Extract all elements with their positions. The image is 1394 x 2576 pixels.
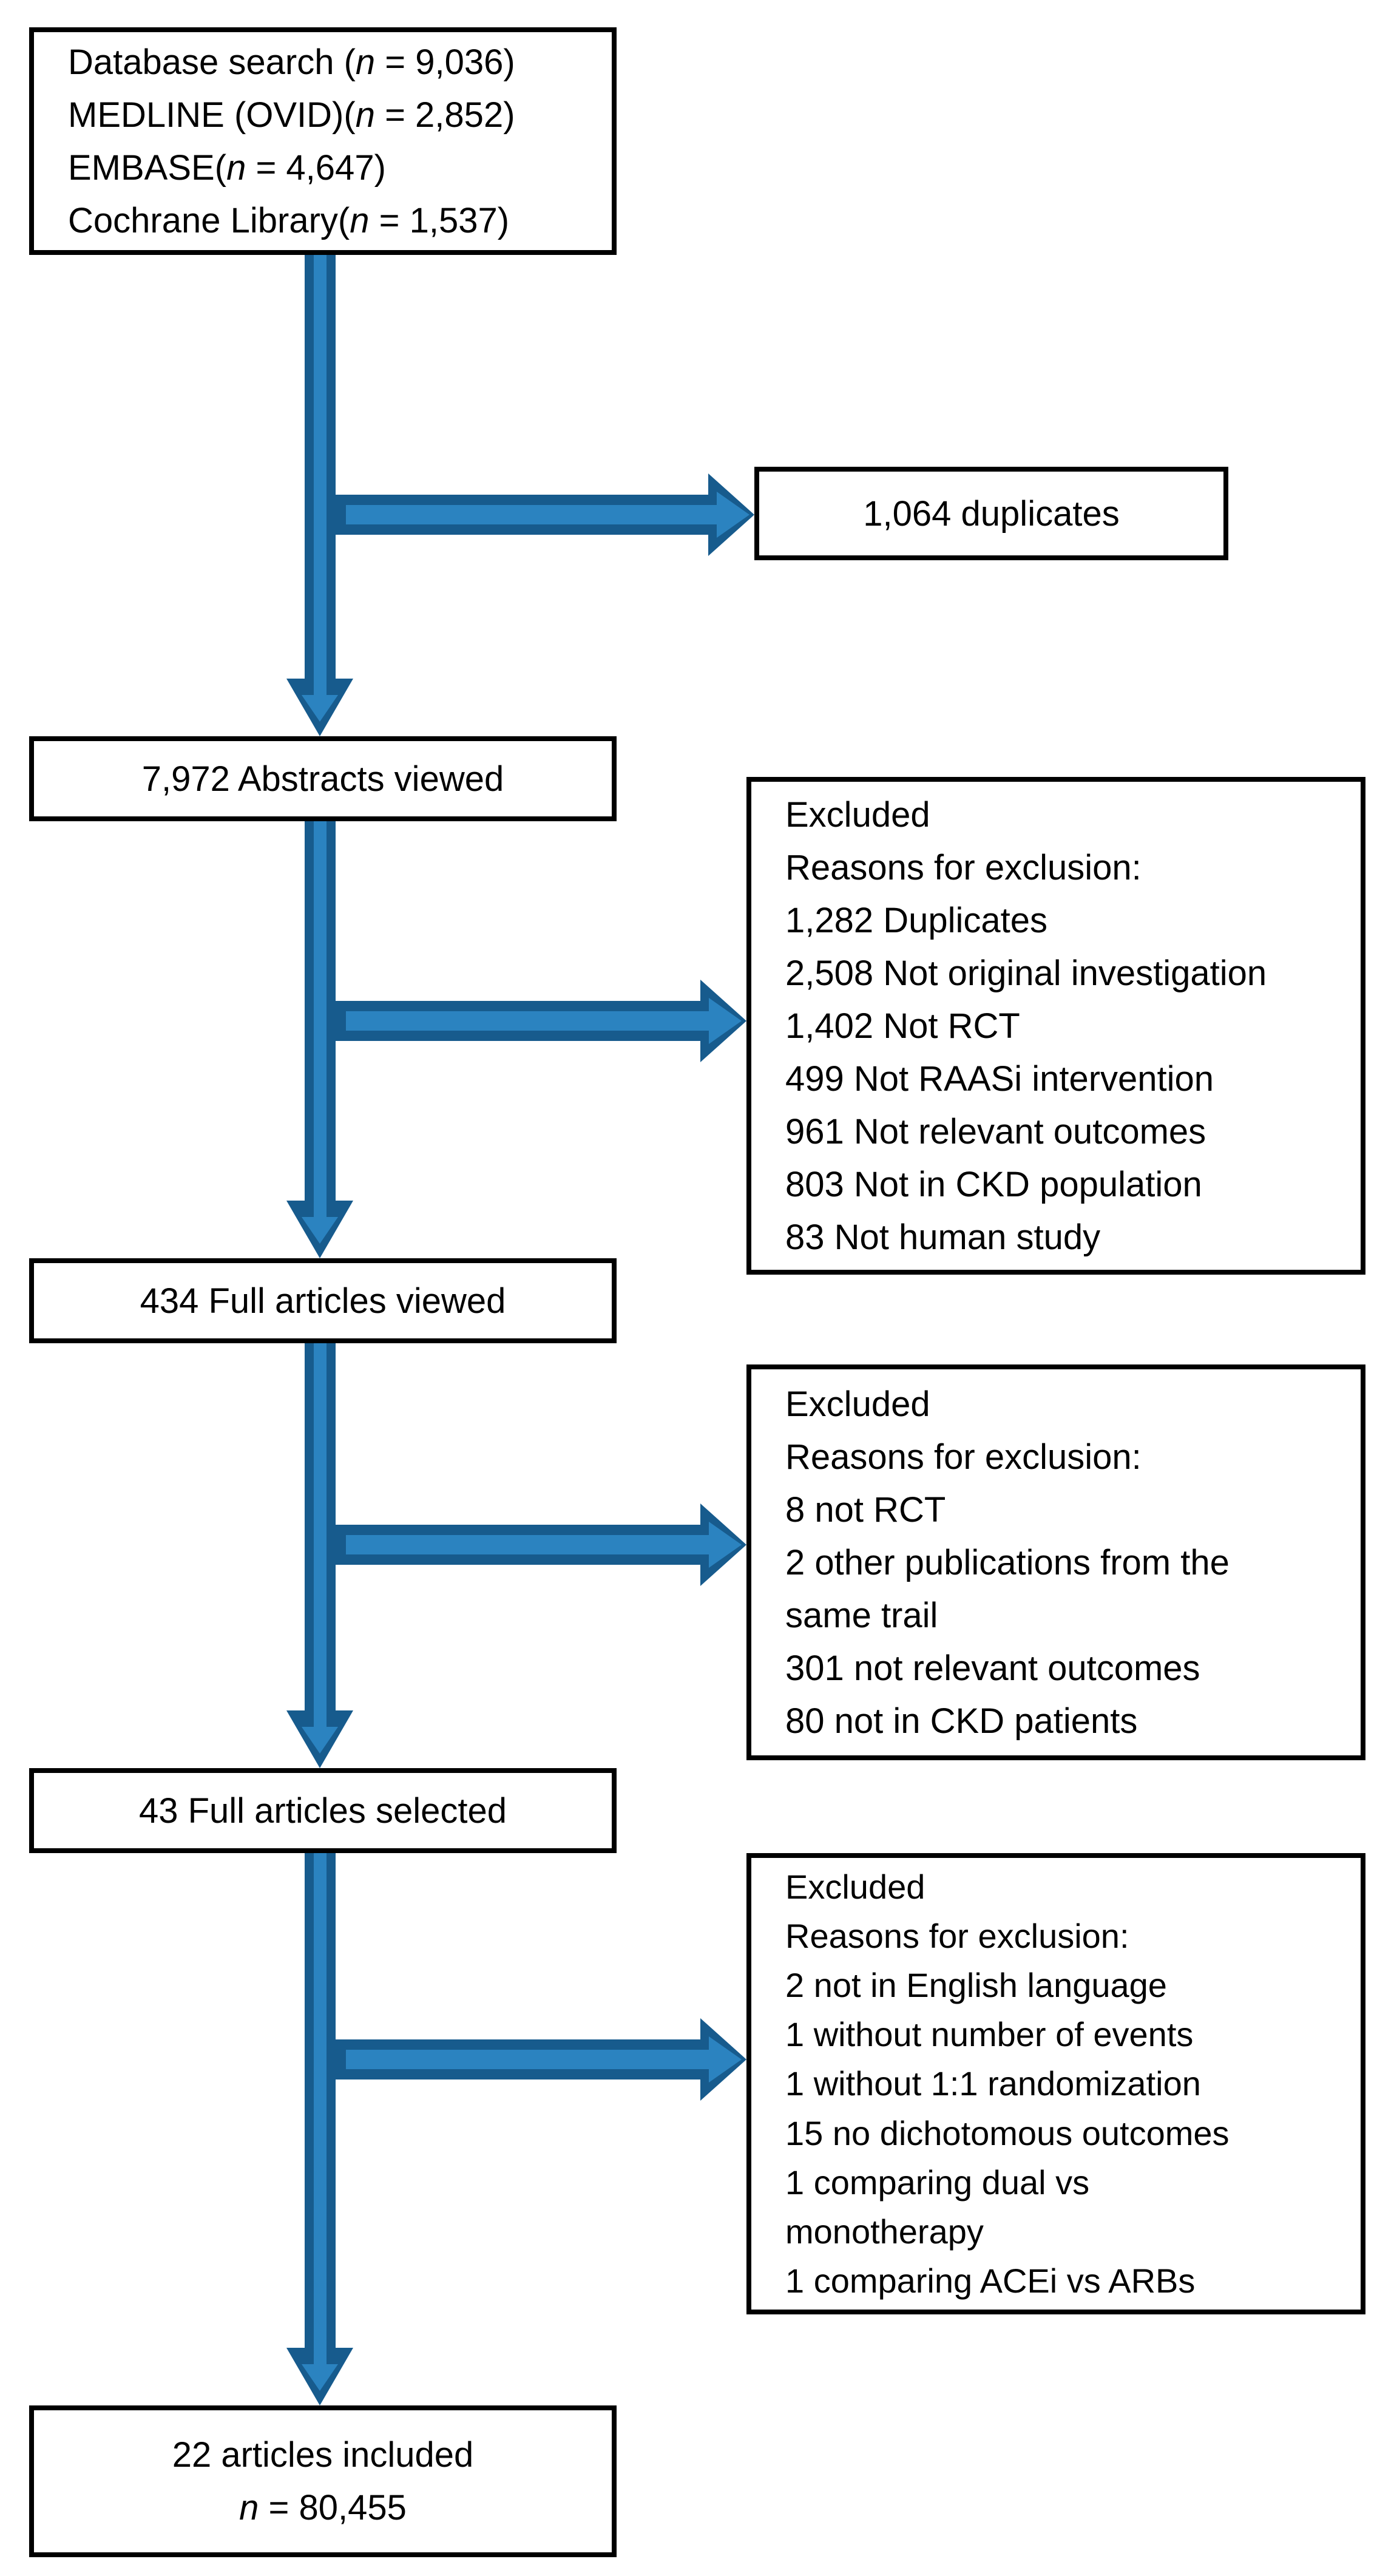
text-line: 961 Not relevant outcomes (785, 1111, 1206, 1151)
text-line: 1 comparing ACEi vs ARBs (785, 2262, 1196, 2300)
duplicates-box: 1,064 duplicates (754, 467, 1228, 560)
text-line: monotherapy (785, 2212, 984, 2251)
text-line: 1,282 Duplicates (785, 900, 1048, 940)
branch-arrow-excluded-abstracts (331, 975, 746, 1066)
branch-arrow-duplicates (331, 469, 754, 560)
text-line: 15 no dichotomous outcomes (785, 2113, 1230, 2152)
text-line: Excluded (785, 795, 930, 835)
branch-arrow-excluded-selected (331, 2014, 746, 2105)
text-line: 1 without number of events (785, 2015, 1194, 2054)
text-line: 2,508 Not original investigation (785, 953, 1267, 993)
text-line: 1,402 Not RCT (785, 1006, 1020, 1046)
down-arrow-3 (277, 1343, 362, 1768)
text-line: 2 other publications from the (785, 1542, 1230, 1582)
abstracts-viewed-box: 7,972 Abstracts viewed (29, 736, 617, 821)
text-line: 301 not relevant outcomes (785, 1648, 1200, 1688)
articles-included-box: 22 articles included n = 80,455 (29, 2405, 617, 2557)
text-line: same trail (785, 1595, 938, 1635)
text-line: 8 not RCT (785, 1490, 946, 1530)
down-arrow-2 (277, 821, 362, 1258)
text-line: 43 Full articles selected (138, 1791, 507, 1831)
text-line: 1 without 1:1 randomization (785, 2064, 1201, 2103)
text-line: Reasons for exclusion: (785, 1916, 1129, 1955)
text-line: Reasons for exclusion: (785, 1437, 1142, 1477)
text-line: EMBASE(n = 4,647) (68, 147, 386, 188)
text-line: MEDLINE (OVID)(n = 2,852) (68, 95, 515, 135)
down-arrow-4 (277, 1853, 362, 2405)
text-line: 83 Not human study (785, 1217, 1101, 1257)
text-line: Excluded (785, 1384, 930, 1424)
text-line: 499 Not RAASi intervention (785, 1059, 1214, 1099)
full-articles-viewed-box: 434 Full articles viewed (29, 1258, 617, 1343)
database-search-box: Database search (n = 9,036) MEDLINE (OVID… (29, 27, 617, 255)
text-line: Excluded (785, 1867, 925, 1906)
text-line: 434 Full articles viewed (140, 1281, 506, 1321)
text-line: 80 not in CKD patients (785, 1701, 1138, 1741)
text-line: 1 comparing dual vs (785, 2163, 1090, 2201)
text-line: 803 Not in CKD population (785, 1164, 1202, 1204)
text-line: Reasons for exclusion: (785, 847, 1142, 887)
down-arrow-1 (277, 255, 362, 736)
branch-arrow-excluded-full-articles (331, 1499, 746, 1590)
text-line: 22 articles included (172, 2435, 474, 2475)
text-line: n = 80,455 (239, 2488, 407, 2527)
text-line: Cochrane Library(n = 1,537) (68, 200, 510, 240)
text-line: 1,064 duplicates (863, 493, 1120, 534)
text-line: 2 not in English language (785, 1966, 1167, 2005)
full-articles-selected-box: 43 Full articles selected (29, 1768, 617, 1853)
text-line: Database search (n = 9,036) (68, 42, 515, 82)
text-line: 7,972 Abstracts viewed (141, 759, 504, 799)
